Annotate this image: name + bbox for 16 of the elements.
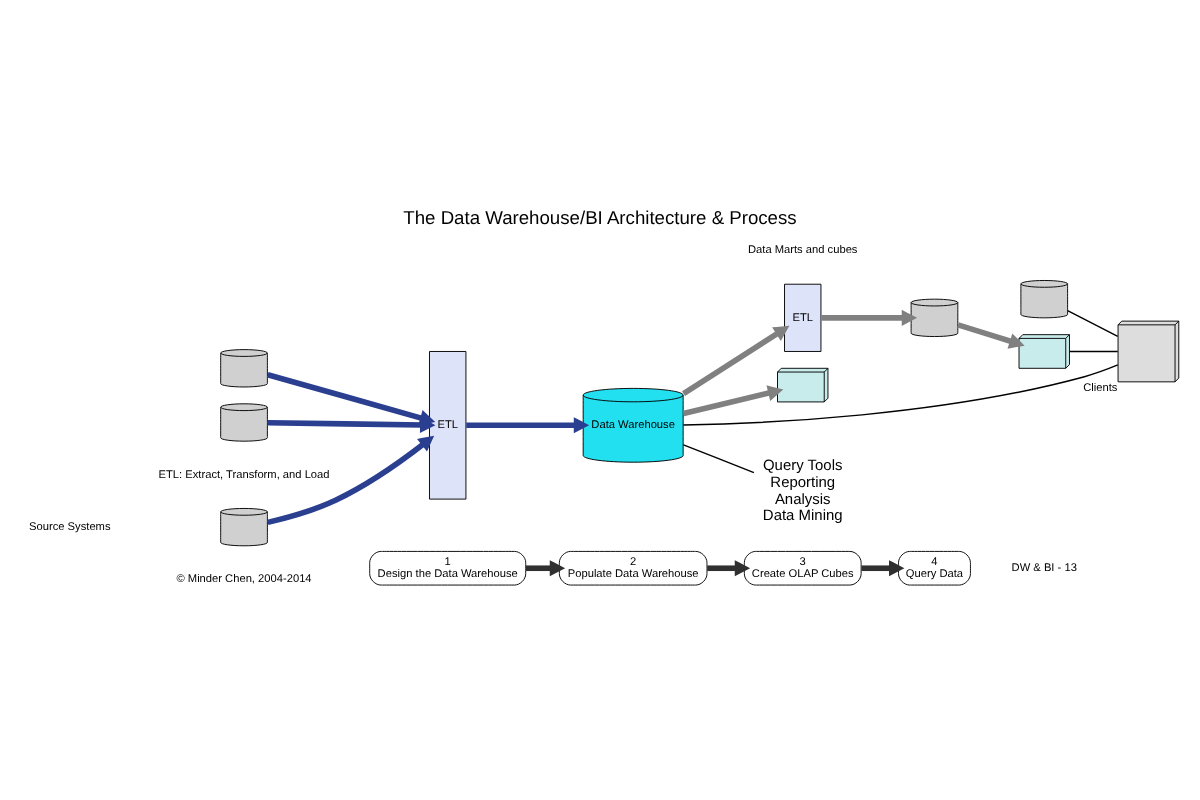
- arrow: [682, 384, 784, 416]
- connector: [682, 363, 1119, 425]
- connector: [1069, 349, 1119, 352]
- connector: [682, 443, 755, 473]
- arrow: [707, 559, 751, 576]
- diagram-title: The Data Warehouse/BI Architecture & Process: [403, 207, 797, 228]
- arrow: [957, 321, 1025, 348]
- arrow: [466, 416, 590, 433]
- connector: [1066, 308, 1119, 336]
- arrow: [861, 559, 905, 576]
- arrow: [267, 415, 436, 432]
- arrow: [821, 308, 918, 325]
- arrow: [525, 559, 566, 576]
- node-text: Query Tools Reporting Analysis Data Mining: [762, 454, 843, 524]
- arrow: [682, 324, 790, 395]
- arrow: [267, 434, 435, 525]
